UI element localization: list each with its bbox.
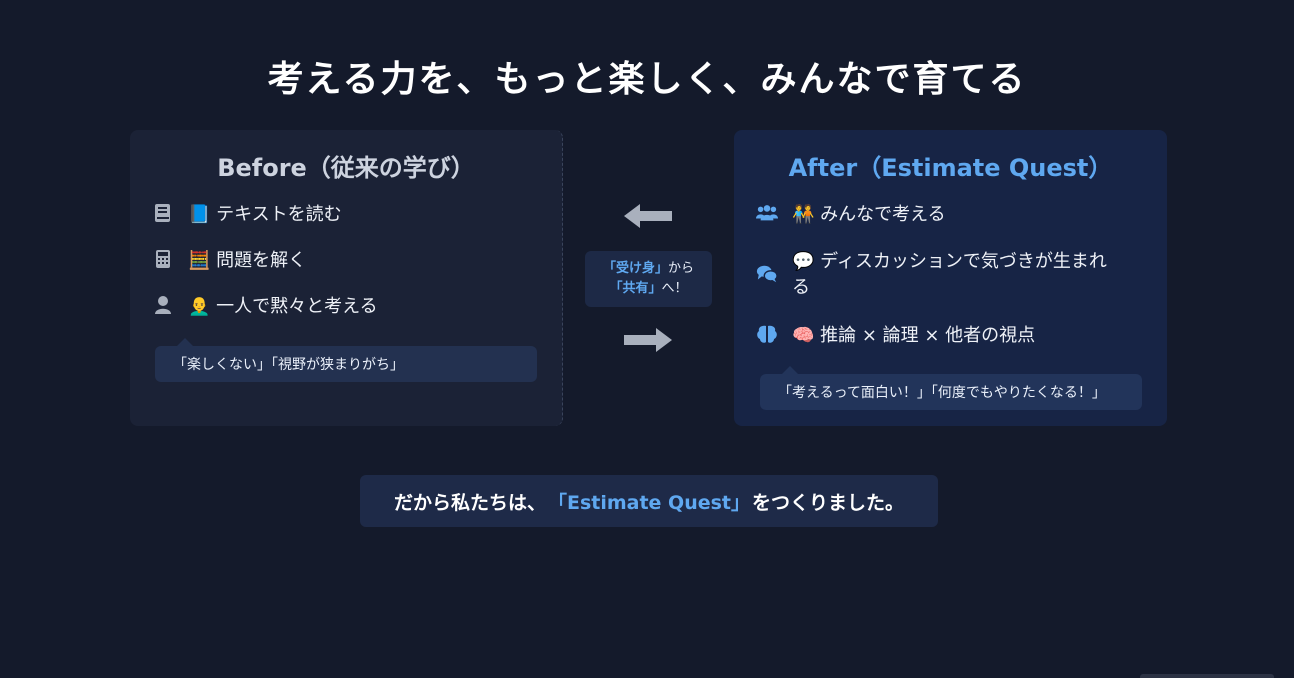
after-heading: After（Estimate Quest） xyxy=(788,154,1113,182)
arrow-right-icon xyxy=(624,328,672,352)
after-quote: 「考えるって面白い！」「何度でもやりたくなる！」 xyxy=(760,366,1142,410)
users-icon xyxy=(756,202,778,224)
after-item-together: 🧑‍🤝‍🧑 みんなで考える xyxy=(756,202,946,228)
conclusion-banner: だから私たちは、 「Estimate Quest」 をつくりました。 xyxy=(360,475,938,527)
after-item-discussion: 💬 ディスカッションで気づきが生まれる xyxy=(756,249,1122,301)
transition-from: 「受け身」 xyxy=(602,261,668,276)
transition-kara: から xyxy=(668,261,695,276)
book-icon xyxy=(152,202,174,224)
calculator-icon xyxy=(152,248,174,270)
transition-label: 「受け身」から 「共有」へ！ xyxy=(585,251,712,307)
page-title: 考える力を、もっと楽しく、みんなで育てる xyxy=(267,59,1027,100)
comments-icon xyxy=(756,263,778,285)
bottom-edge-tab xyxy=(1140,674,1274,678)
before-item-solve-label: 🧮 問題を解く xyxy=(188,250,307,271)
after-item-reasoning: 🧠 推論 × 論理 × 他者の視点 xyxy=(756,323,1035,349)
arrow-left-icon xyxy=(624,204,672,228)
before-heading: Before（従来の学び） xyxy=(217,154,475,182)
before-item-read-label: 📘 テキストを読む xyxy=(188,204,342,225)
user-icon xyxy=(152,294,174,316)
transition-to: 「共有」 xyxy=(609,281,662,296)
brain-icon xyxy=(756,323,778,345)
before-item-alone-label: 👨‍🦲 一人で黙々と考える xyxy=(188,296,378,317)
before-card: Before（従来の学び） 📘 テキストを読む 🧮 問題を解く 👨‍🦲 一人で黙… xyxy=(130,130,563,426)
conclusion-prefix: だから私たちは、 xyxy=(393,491,546,514)
after-card: After（Estimate Quest） 🧑‍🤝‍🧑 みんなで考える 💬 ディ… xyxy=(734,130,1167,426)
before-item-read: 📘 テキストを読む xyxy=(152,202,342,228)
after-item-discussion-label: 💬 ディスカッションで気づきが生まれる xyxy=(792,251,1107,298)
transition-he: へ！ xyxy=(661,281,688,296)
conclusion-product: 「Estimate Quest」 xyxy=(547,491,751,514)
conclusion-suffix: をつくりました。 xyxy=(752,491,905,514)
before-item-alone: 👨‍🦲 一人で黙々と考える xyxy=(152,294,378,320)
after-item-together-label: 🧑‍🤝‍🧑 みんなで考える xyxy=(792,204,946,225)
after-item-reasoning-label: 🧠 推論 × 論理 × 他者の視点 xyxy=(792,325,1036,346)
before-item-solve: 🧮 問題を解く xyxy=(152,248,306,274)
before-quote: 「楽しくない」「視野が狭まりがち」 xyxy=(155,338,537,382)
